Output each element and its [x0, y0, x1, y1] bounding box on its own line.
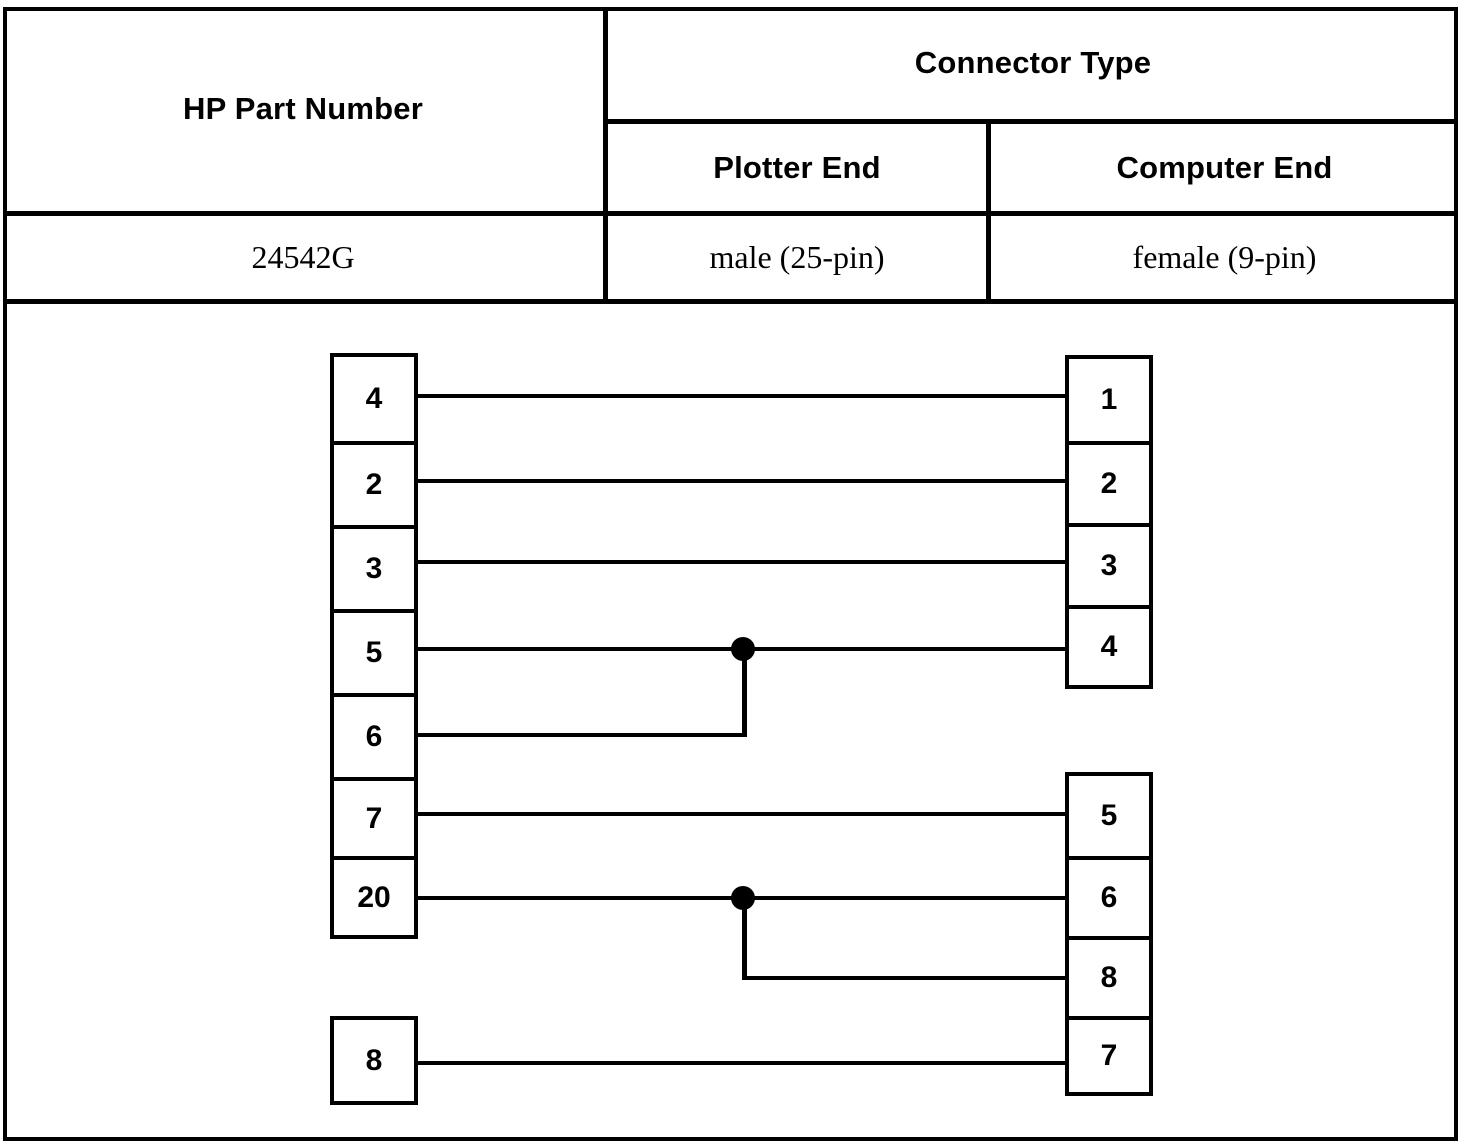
table-group-header-connector-type: Connector Type — [914, 45, 1152, 80]
junction-dot-upper — [731, 637, 755, 661]
plotter-connector-block: 4 2 3 5 6 7 20 — [330, 353, 418, 939]
table-cell-plotter-end: male (25-pin) — [709, 239, 885, 275]
table-cell-part-number: 24542G — [251, 239, 355, 275]
wire-plotter2-computer2 — [414, 479, 1069, 483]
junction-dot-lower — [731, 886, 755, 910]
connector-table: Connector Type HP Part Number Plotter En… — [3, 7, 1458, 304]
plotter-pin-20[interactable]: 20 — [334, 856, 414, 935]
table-header-hp-part-number: HP Part Number — [183, 91, 423, 126]
table-header-plotter-end: Plotter End — [713, 149, 881, 185]
wire-plotter7-computer5 — [414, 812, 1069, 816]
computer-pin-8[interactable]: 8 — [1069, 936, 1149, 1016]
computer-connector-block-upper: 1 2 3 4 — [1065, 355, 1153, 689]
wire-junction-drop-upper — [742, 647, 747, 737]
table-cell-computer-end: female (9-pin) — [1132, 239, 1317, 275]
wire-junction-computer8 — [742, 976, 1069, 980]
computer-pin-7[interactable]: 7 — [1069, 1016, 1149, 1092]
plotter-pin-3[interactable]: 3 — [334, 525, 414, 609]
table-line-under-headers — [3, 211, 1458, 216]
computer-pin-3[interactable]: 3 — [1069, 523, 1149, 605]
table-header-computer-end: Computer End — [1116, 149, 1333, 185]
wire-plotter4-computer1 — [414, 394, 1069, 398]
wire-plotter3-computer3 — [414, 560, 1069, 564]
figure-border — [3, 7, 1458, 1141]
plotter-connector-detached-pin8: 8 — [330, 1016, 418, 1105]
table-line-under-group-header — [603, 119, 1458, 124]
computer-pin-1[interactable]: 1 — [1069, 359, 1149, 441]
table-divider-main — [603, 7, 608, 304]
table-line-bottom — [3, 299, 1458, 304]
plotter-pin-5[interactable]: 5 — [334, 609, 414, 693]
computer-pin-6[interactable]: 6 — [1069, 856, 1149, 936]
wire-plotter8-computer7 — [414, 1061, 1069, 1065]
wire-junction-drop-lower — [742, 896, 747, 980]
plotter-pin-7[interactable]: 7 — [334, 777, 414, 856]
wire-plotter6-junction — [414, 733, 747, 737]
computer-connector-block-lower: 5 6 8 7 — [1065, 772, 1153, 1096]
computer-pin-2[interactable]: 2 — [1069, 441, 1149, 523]
plotter-pin-2[interactable]: 2 — [334, 441, 414, 525]
plotter-pin-4[interactable]: 4 — [334, 357, 414, 441]
plotter-pin-6[interactable]: 6 — [334, 693, 414, 777]
plotter-pin-8[interactable]: 8 — [334, 1020, 414, 1101]
computer-pin-4[interactable]: 4 — [1069, 605, 1149, 685]
computer-pin-5[interactable]: 5 — [1069, 776, 1149, 856]
